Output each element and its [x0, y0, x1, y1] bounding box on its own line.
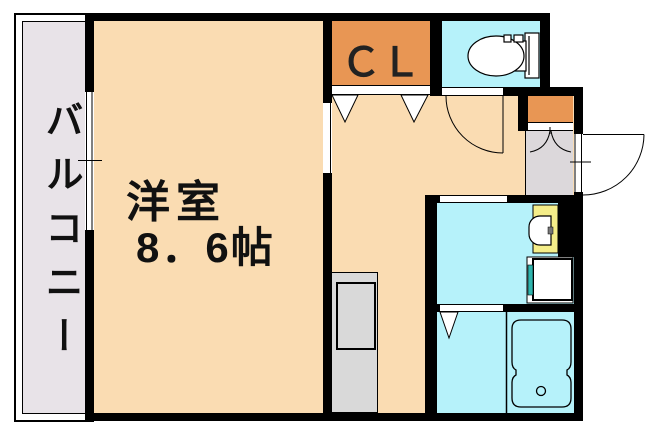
entry-door-opening [574, 134, 583, 192]
main-room-size: 8．6帖 [136, 224, 275, 271]
wall-toilet-bottom [440, 87, 583, 96]
wall-bottom [85, 413, 583, 421]
wall-right [574, 88, 583, 413]
closet-area [332, 21, 430, 85]
wall-entrance-left [518, 87, 528, 131]
wall-top [85, 13, 550, 21]
wall-toilet-right [540, 13, 550, 96]
main-room-name: 洋室 [126, 178, 226, 227]
toilet-door-opening [442, 88, 503, 95]
balcony-label: バルコニー [39, 100, 81, 370]
shoe-cabinet [528, 96, 573, 122]
washroom-door-opening [440, 196, 507, 202]
wall-bathroom-top [425, 304, 583, 312]
balcony-area [22, 21, 86, 414]
closet-front [332, 85, 430, 95]
shoe-cabinet-front [528, 122, 573, 131]
wall-duct [558, 203, 574, 257]
kitchen-sink [336, 282, 376, 350]
window-opening [85, 92, 94, 230]
closet-label: ＣＬ [341, 41, 421, 85]
wall-room-divider-lower [323, 173, 332, 413]
wall-room-divider-upper [323, 13, 332, 103]
outside-area [550, 13, 574, 87]
bathroom-area [437, 312, 574, 413]
washroom-area [437, 203, 574, 304]
wall-closet-toilet [430, 13, 442, 96]
entrance-area [525, 131, 573, 195]
bathroom-door-opening [440, 305, 503, 311]
room-divider-opening [323, 103, 332, 173]
toilet-room-area [442, 21, 540, 87]
